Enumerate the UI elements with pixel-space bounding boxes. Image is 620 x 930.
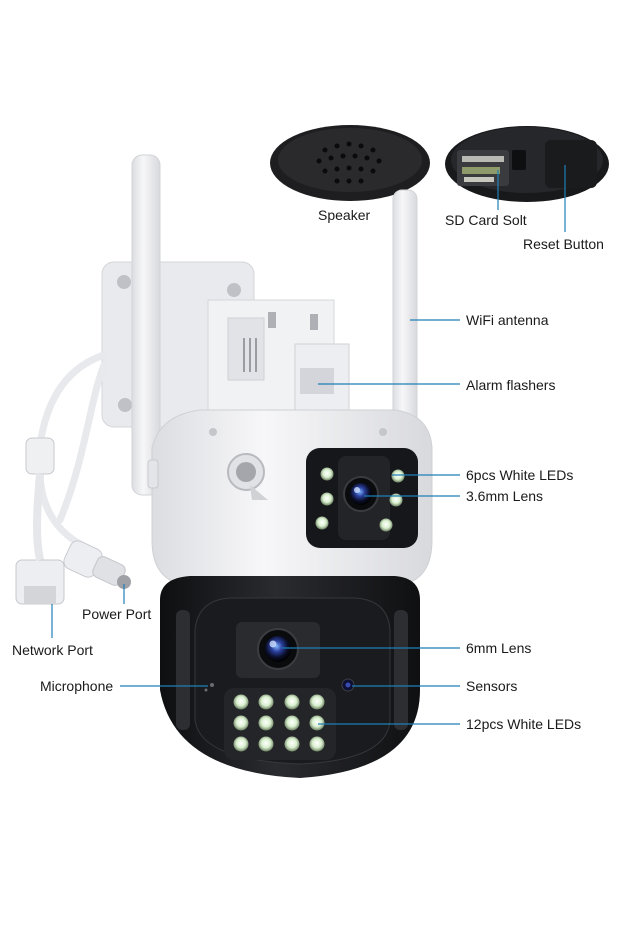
label-power-port: Power Port [82,606,152,622]
callout-lines [51,165,566,725]
label-sd-card-slot: SD Card Solt [445,212,527,228]
label-wifi-antenna: WiFi antenna [466,312,549,328]
top-led-array [315,467,405,532]
microphone-hole [204,683,214,692]
right-antenna [392,189,418,431]
label-3-6mm-lens: 3.6mm Lens [466,488,544,504]
label-12pcs-white-leds: 12pcs White LEDs [466,716,582,732]
sd-card-inset [445,126,609,202]
bottom-lens [257,628,299,670]
label-sensors: Sensors [466,678,518,694]
upper-housing [147,409,433,586]
speaker-inset [270,125,430,201]
label-6pcs-white-leds: 6pcs White LEDs [466,467,574,483]
top-lens [343,476,379,512]
label-reset-button: Reset Button [523,236,604,252]
label-6mm-lens: 6mm Lens [466,640,532,656]
label-network-port: Network Port [12,642,93,658]
lower-dome [160,576,420,778]
label-microphone: Microphone [40,678,114,694]
label-alarm-flashers: Alarm flashers [466,377,556,393]
power-connector [63,540,131,589]
left-antenna [131,154,161,496]
label-speaker: Speaker [318,207,371,223]
network-connector [15,437,65,605]
sensor [341,678,355,692]
bottom-led-array [233,694,325,752]
